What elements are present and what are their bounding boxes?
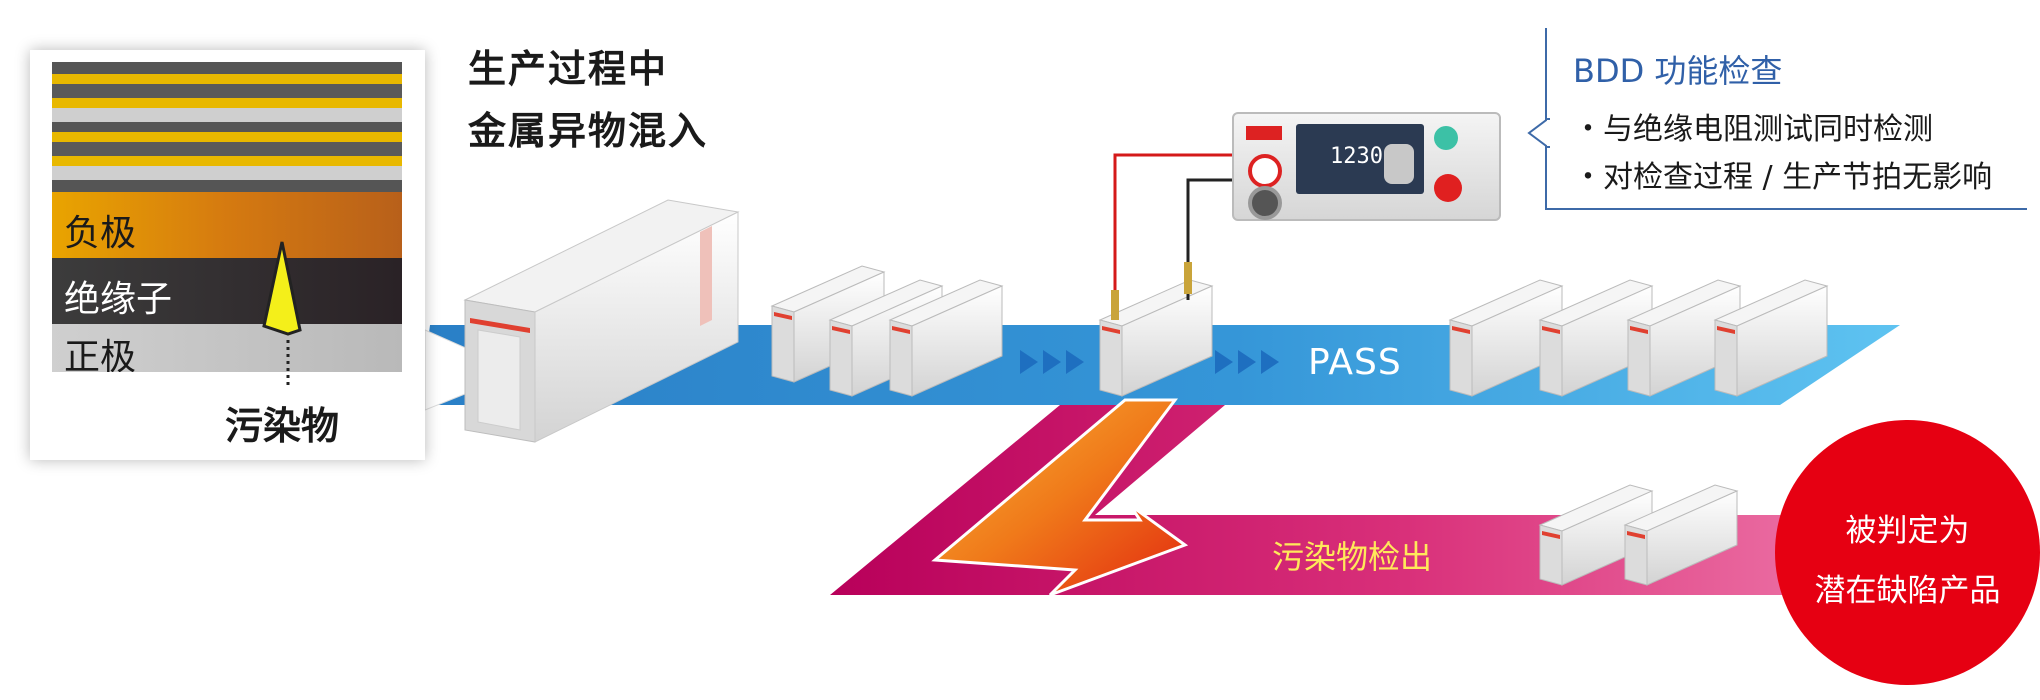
chevron-arrows-2 — [1215, 350, 1279, 374]
red-test-lead — [1113, 153, 1258, 315]
tester-indicator — [1246, 126, 1282, 140]
tester-dial-icon — [1384, 144, 1414, 184]
contaminant-pointer — [286, 340, 290, 385]
pass-label: PASS — [1308, 342, 1402, 383]
info-bullet-2: ・对检查过程 / 生产节拍无影响 — [1573, 160, 1993, 195]
small-battery-cells-incoming — [770, 265, 1004, 397]
black-terminal-icon — [1248, 186, 1282, 220]
small-battery-cells-rejected — [1538, 484, 1739, 586]
cross-section-inset: 负极 绝缘子 正极 污染物 — [30, 50, 425, 460]
large-battery-cell — [463, 199, 740, 443]
stop-button-icon — [1434, 174, 1462, 202]
heading-line-1: 生产过程中 — [468, 47, 669, 91]
red-terminal-icon — [1248, 154, 1282, 188]
bdd-info-box: BDD 功能检查 ・与绝缘电阻测试同时检测 ・对检查过程 / 生产节拍无影响 — [1527, 28, 2027, 210]
positive-label: 正极 — [64, 337, 137, 372]
insulator-layer — [52, 258, 402, 324]
negative-layer — [52, 192, 402, 258]
info-box-pointer — [1527, 118, 1551, 148]
start-button-icon — [1434, 126, 1458, 150]
contaminant-icon — [262, 241, 302, 336]
defect-line-2: 潜在缺陷产品 — [1814, 573, 2001, 609]
small-battery-cells-passed — [1448, 279, 1829, 397]
detected-label: 污染物检出 — [1272, 538, 1433, 576]
positive-layer — [52, 324, 402, 372]
lightning-arrow — [931, 398, 1189, 597]
insulation-tester: 1230 MΩ — [1232, 112, 1501, 221]
negative-label: 负极 — [64, 213, 137, 254]
heading-line-2: 金属异物混入 — [468, 109, 709, 153]
electrode-layers: 负极 绝缘子 正极 — [52, 62, 402, 372]
contaminant-label: 污染物 — [225, 404, 340, 448]
info-bullet-1: ・与绝缘电阻测试同时检测 — [1573, 112, 1933, 147]
defect-result-circle: 被判定为 潜在缺陷产品 — [1775, 420, 2040, 685]
defect-line-1: 被判定为 — [1845, 513, 1970, 549]
insulator-label: 绝缘子 — [64, 279, 173, 320]
tester-reading: 1230 — [1330, 144, 1383, 169]
info-title: BDD 功能检查 — [1573, 52, 1783, 90]
chevron-arrows-1 — [1020, 350, 1084, 374]
